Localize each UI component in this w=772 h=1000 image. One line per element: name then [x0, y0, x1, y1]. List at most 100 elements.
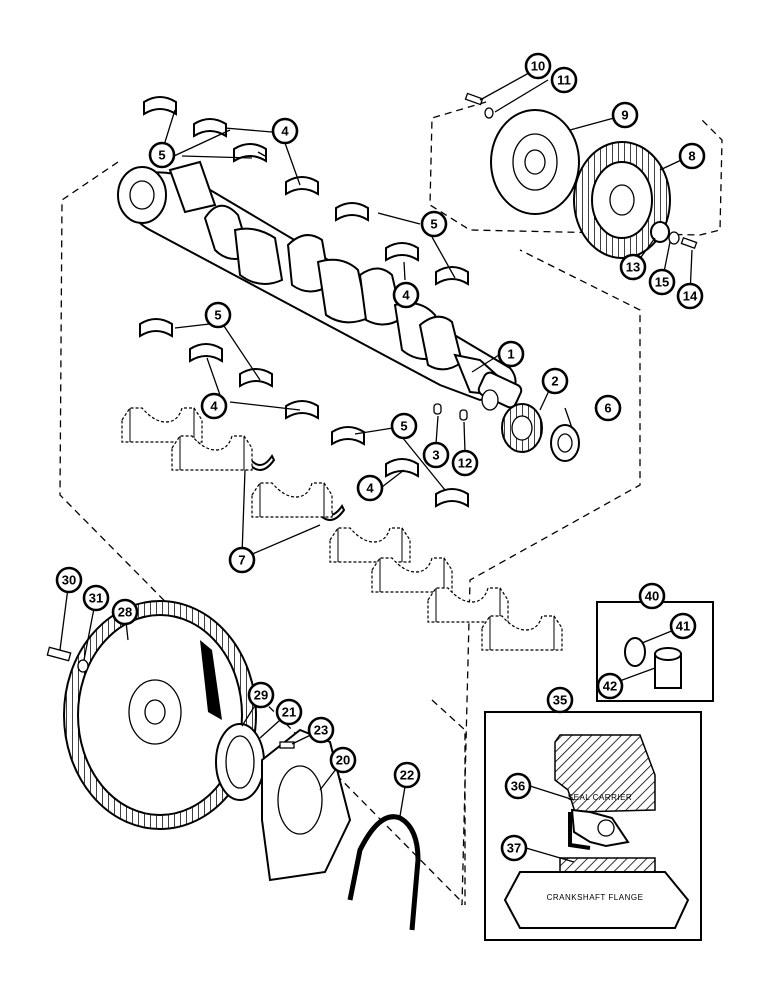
callout-4b: 4: [392, 281, 420, 309]
callout-28: 28: [111, 598, 139, 626]
front-oil-seal: [550, 424, 580, 462]
callout-40: 40: [638, 582, 666, 610]
callout-9: 9: [611, 101, 639, 129]
bearing-shell-upper-7: [435, 266, 469, 285]
callout-3: 3: [422, 441, 450, 469]
svg-text:10: 10: [531, 59, 545, 74]
callout-35: 35: [546, 686, 574, 714]
svg-text:7: 7: [238, 553, 245, 568]
callout-22: 22: [393, 761, 421, 789]
vibration-damper: [573, 141, 671, 259]
pulley: [490, 109, 580, 215]
svg-text:20: 20: [336, 753, 350, 768]
crankshaft-flange-label: CRANKSHAFT FLANGE: [547, 893, 644, 902]
svg-text:11: 11: [557, 73, 571, 88]
svg-text:4: 4: [210, 399, 218, 414]
callout-4c: 4: [200, 392, 228, 420]
bearing-shell-lower-6: [385, 458, 419, 477]
svg-text:40: 40: [645, 589, 659, 604]
installer-tool: [654, 647, 682, 689]
callout-12: 12: [451, 449, 479, 477]
callout-42: 42: [596, 672, 624, 700]
svg-text:42: 42: [603, 679, 617, 694]
callout-23: 23: [307, 716, 335, 744]
garter-spring: [597, 819, 615, 837]
main-bearing-cap-3: [251, 482, 333, 518]
bearing-shell-lower-7: [435, 488, 469, 507]
rear-seal-carrier: [261, 728, 352, 882]
svg-text:5: 5: [430, 217, 437, 232]
flywheel-bolt: [46, 646, 89, 673]
svg-text:15: 15: [655, 275, 669, 290]
svg-text:3: 3: [432, 448, 439, 463]
main-bearing-cap-4: [329, 527, 411, 563]
callout-30: 30: [55, 566, 83, 594]
crankshaft-flange-section: [559, 857, 656, 873]
woodruff-keys: [433, 403, 468, 421]
svg-text:5: 5: [158, 148, 165, 163]
bearing-shell-upper-5: [335, 202, 369, 221]
crankshaft-gear: [501, 403, 543, 453]
carrier-bolt: [279, 741, 295, 749]
svg-text:5: 5: [214, 308, 221, 323]
svg-text:22: 22: [400, 768, 414, 783]
callout-13: 13: [619, 253, 647, 281]
svg-text:2: 2: [551, 374, 558, 389]
callout-37: 37: [500, 834, 528, 862]
svg-text:14: 14: [683, 289, 698, 304]
svg-text:13: 13: [626, 260, 640, 275]
svg-text:4: 4: [402, 288, 410, 303]
svg-text:41: 41: [676, 619, 690, 634]
rear-seal: [215, 723, 265, 801]
callout-5c: 5: [204, 301, 232, 329]
callout-14: 14: [676, 282, 704, 310]
seal-carrier-section: [554, 734, 656, 813]
callout-5b: 5: [420, 210, 448, 238]
callout-20: 20: [329, 746, 357, 774]
svg-text:1: 1: [507, 347, 514, 362]
svg-text:6: 6: [604, 401, 611, 416]
main-bearing-cap-2: [171, 435, 253, 471]
seal-carrier-label: SEAL CARRIER: [568, 793, 632, 802]
callout-2: 2: [541, 367, 569, 395]
callout-29: 29: [247, 681, 275, 709]
svg-text:31: 31: [89, 591, 103, 606]
callout-8: 8: [678, 142, 706, 170]
bearing-shell-lower-3: [239, 368, 273, 387]
callout-1: 1: [497, 340, 525, 368]
callout-15: 15: [648, 268, 676, 296]
svg-text:21: 21: [282, 705, 296, 720]
callout-5d: 5: [390, 412, 418, 440]
main-bearing-cap-5: [371, 557, 453, 593]
callout-5a: 5: [148, 141, 176, 169]
svg-text:37: 37: [507, 841, 521, 856]
bearing-shell-upper-6: [385, 242, 419, 261]
callout-6: 6: [594, 394, 622, 422]
svg-text:30: 30: [62, 573, 76, 588]
damper-hardware: [464, 92, 698, 250]
svg-text:4: 4: [281, 124, 289, 139]
flywheel: [63, 600, 257, 830]
callout-10: 10: [524, 52, 552, 80]
crankshaft-group-outline: [59, 161, 641, 906]
svg-text:5: 5: [400, 419, 407, 434]
gasket: [347, 814, 421, 931]
callout-41: 41: [669, 612, 697, 640]
crankshaft: [117, 160, 523, 411]
callout-31: 31: [82, 584, 110, 612]
bearing-shell-lower-5: [331, 426, 365, 445]
callout-4d: 4: [356, 474, 384, 502]
bearing-shell-lower-2: [189, 343, 223, 362]
wear-sleeve: [624, 637, 646, 667]
bearing-shell-lower-1: [139, 318, 173, 337]
svg-text:35: 35: [553, 693, 567, 708]
bearing-shell-upper-4: [285, 176, 319, 195]
crankshaft-flange-body: [503, 871, 690, 929]
callout-21: 21: [275, 698, 303, 726]
svg-text:29: 29: [254, 688, 268, 703]
svg-text:12: 12: [458, 456, 472, 471]
svg-text:8: 8: [688, 149, 695, 164]
main-bearing-cap-7: [481, 615, 563, 651]
svg-text:28: 28: [118, 605, 132, 620]
